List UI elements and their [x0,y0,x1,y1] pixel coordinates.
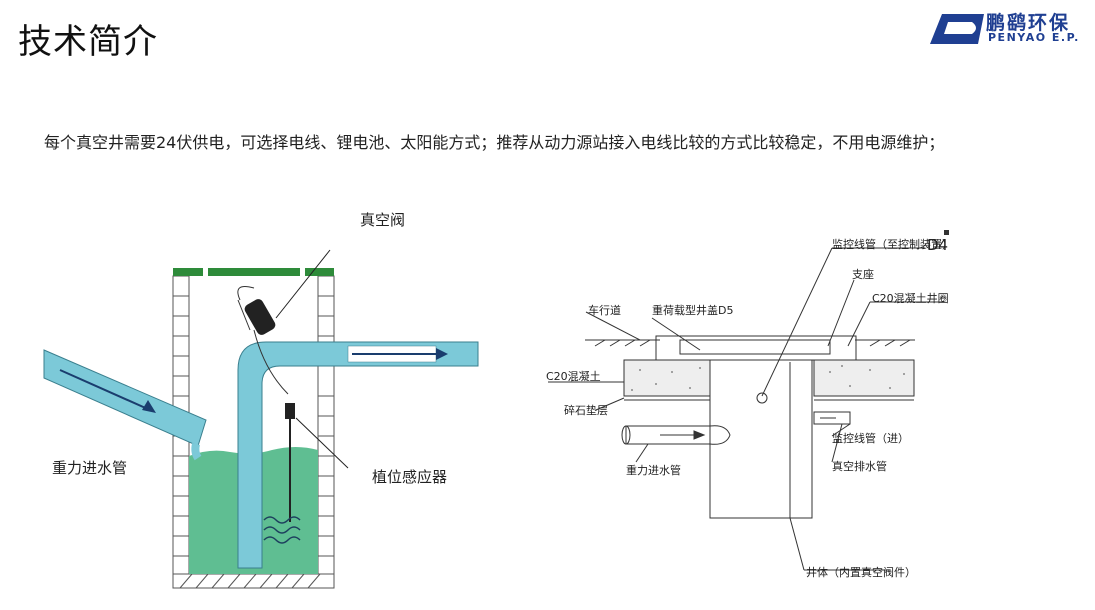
logo-name-en: PENYAO E.P. [988,31,1080,44]
logo-icon [930,14,984,44]
label-level-sensor: 植位感应器 [372,468,448,486]
label-c20-concrete: C20混凝土 [546,370,601,383]
gravity-pipe-drawing [625,425,711,445]
label-c20-ring: C20混凝土井圈 [872,292,949,305]
label-monitor-conduit: 监控线管（至控制装置） [832,238,953,251]
well-lid-middle [208,268,300,276]
sensor-pointer-line [295,417,349,469]
label-monitor-inlet: 监控线管（进） [832,432,909,445]
label-gravity-pipe: 重力进水管 [626,464,681,477]
concrete-slab-left [623,359,711,397]
suction-pipe [237,341,479,569]
label-support: 支座 [852,268,874,281]
level-sensor [285,403,295,419]
label-vacuum-drain: 真空排水管 [832,460,887,473]
label-well-body: 井体（内置真空阀件） [806,566,916,579]
label-gravel-bed: 碎石垫层 [564,404,608,417]
valve-pointer-line [275,249,331,319]
well-lid-left [173,268,203,276]
label-traffic-lane: 车行道 [588,304,621,317]
well-lid-right [305,268,334,276]
logo-name-cn: 鹏鹞环保 [986,12,1071,34]
label-manhole-cover: 重荷载型井盖D5 [652,304,734,317]
page-title: 技术简介 [18,22,158,62]
label-gravity-inlet: 重力进水管 [52,459,128,477]
concrete-slab-right [813,359,915,397]
inlet-flow-arrow [59,369,151,411]
label-d4: D4 [927,236,949,254]
vacuum-valve-body [244,299,276,335]
description-text: 每个真空井需要24伏供电，可选择电线、锂电池、太阳能方式；推荐从动力源站接入电线… [44,133,945,152]
label-vacuum-valve: 真空阀 [360,211,406,229]
well-body [709,360,813,519]
